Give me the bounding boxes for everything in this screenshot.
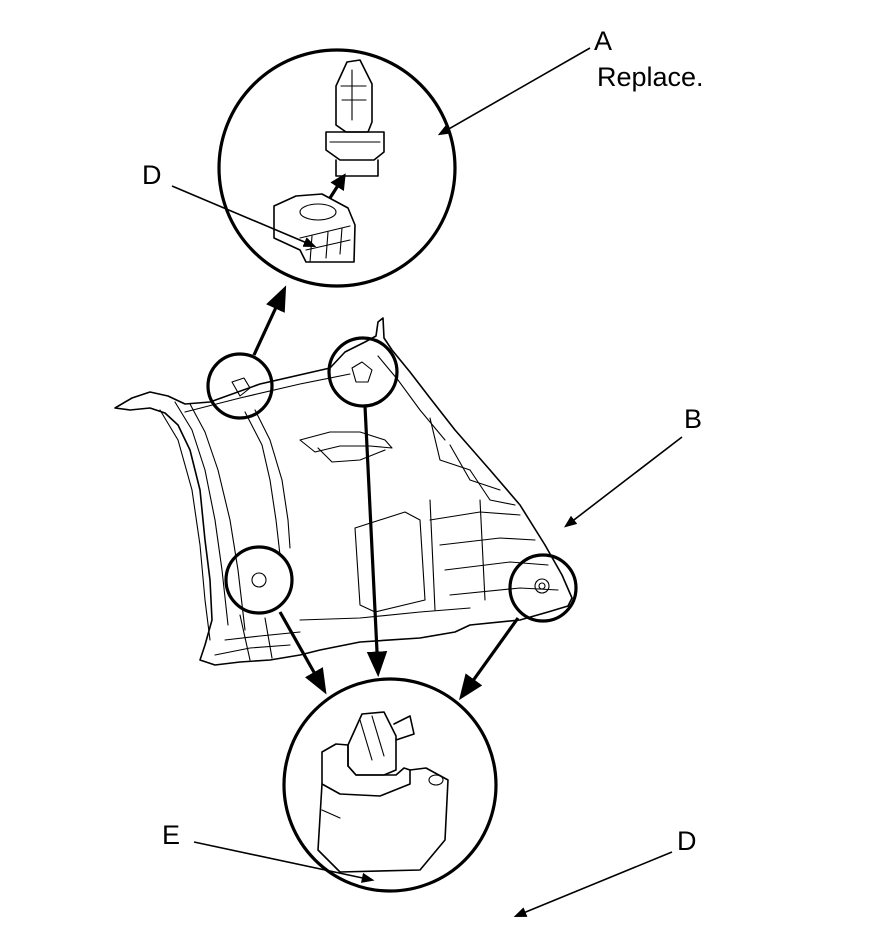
clip-location-circle-top-center (327, 336, 399, 408)
callout-b: B (684, 404, 703, 434)
detail-circle-clip-e (282, 677, 498, 893)
clip-location-circle-right (508, 553, 578, 623)
callout-d-bottom: D (677, 826, 697, 856)
detail-circle-clip-a (217, 48, 457, 288)
clip-location-circle-top-left (206, 352, 274, 420)
trim-panel (114, 317, 573, 666)
callout-a: A (594, 26, 613, 56)
callout-d-top: D (142, 160, 162, 190)
clip-location-circle-lower-left (224, 545, 294, 615)
callout-e: E (162, 820, 181, 850)
callout-a-note: Replace. (597, 62, 704, 92)
